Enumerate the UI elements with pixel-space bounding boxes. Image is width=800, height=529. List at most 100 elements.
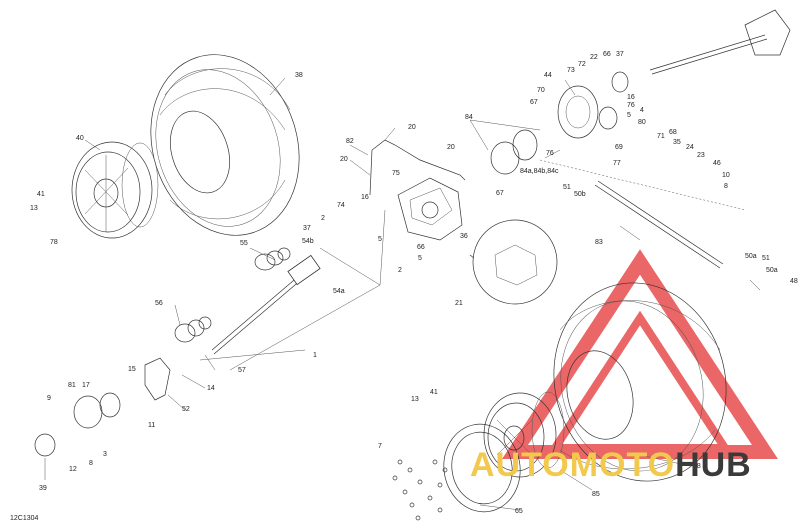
label-13: 13 — [411, 396, 419, 403]
label-37: 37 — [616, 51, 624, 58]
label-65: 65 — [515, 508, 523, 515]
label-51: 51 — [563, 184, 571, 191]
label-66: 66 — [417, 244, 425, 251]
label-71: 71 — [657, 133, 665, 140]
label-76: 76 — [627, 102, 635, 109]
label-84abc: 84a,84b,84c — [520, 168, 559, 175]
detail-circle-21 — [469, 219, 558, 305]
label-12: 12 — [69, 466, 77, 473]
wheel-rim-left — [71, 141, 159, 239]
label-35: 35 — [673, 139, 681, 146]
label-50a: 50a — [745, 253, 757, 260]
label-4: 4 — [640, 107, 644, 114]
label-75: 75 — [392, 170, 400, 177]
label-70: 70 — [537, 87, 545, 94]
label-80: 80 — [638, 119, 646, 126]
label-8: 8 — [724, 183, 728, 190]
label-44: 44 — [544, 72, 552, 79]
knuckle — [144, 357, 171, 401]
label-5: 5 — [627, 112, 631, 119]
label-14: 14 — [207, 385, 215, 392]
beadlock-ring — [443, 423, 521, 513]
label-46: 46 — [713, 160, 721, 167]
label-48: 48 — [790, 278, 798, 285]
label-68: 68 — [669, 129, 677, 136]
wheel-hub — [34, 392, 121, 457]
label-82: 82 — [346, 138, 354, 145]
watermark-left: AUTOMOTO — [470, 446, 676, 484]
label-67: 67 — [530, 99, 538, 106]
label-66: 66 — [603, 51, 611, 58]
label-78: 78 — [50, 239, 58, 246]
label-52: 52 — [182, 406, 190, 413]
cv-boot-upper — [254, 247, 291, 271]
label-73: 73 — [567, 67, 575, 74]
label-54b: 54b — [302, 238, 314, 245]
drive-shaft-left — [211, 254, 321, 355]
label-5: 5 — [418, 255, 422, 262]
breather-tube — [369, 139, 466, 196]
label-11: 11 — [148, 422, 155, 429]
label-9: 9 — [47, 395, 51, 402]
ring-gear — [490, 129, 538, 175]
cv-boot-lower — [174, 316, 212, 343]
label-2: 2 — [321, 215, 325, 222]
label-13: 13 — [30, 205, 38, 212]
label-22: 22 — [590, 54, 598, 61]
label-2: 2 — [398, 267, 402, 274]
label-15: 15 — [128, 366, 136, 373]
leader-lines — [44, 77, 761, 511]
label-54a: 54a — [333, 288, 345, 295]
label-36: 36 — [460, 233, 468, 240]
diagram-code: 12C1304 — [10, 515, 39, 522]
label-24: 24 — [686, 144, 694, 151]
label-8: 8 — [89, 460, 93, 467]
label-3: 3 — [103, 451, 107, 458]
label-74: 74 — [337, 202, 345, 209]
label-50b: 50b — [574, 191, 586, 198]
label-56: 56 — [155, 300, 163, 307]
label-69: 69 — [615, 144, 623, 151]
label-37: 37 — [303, 225, 311, 232]
label-55: 55 — [240, 240, 248, 247]
label-1: 1 — [313, 352, 317, 359]
part-labels: 38 40 41 13 78 82 20 20 20 84 44 73 22 6… — [30, 51, 798, 515]
watermark-text: AUTOMOTOHUB — [470, 446, 752, 485]
label-39: 39 — [39, 485, 47, 492]
label-10: 10 — [722, 172, 730, 179]
label-84: 84 — [465, 114, 473, 121]
label-85: 85 — [592, 491, 600, 498]
label-41: 41 — [430, 389, 438, 396]
yoke-top-right — [744, 9, 791, 56]
label-50a: 50a — [766, 267, 778, 274]
label-40: 40 — [76, 135, 84, 142]
label-51: 51 — [762, 255, 770, 262]
label-77: 77 — [613, 160, 621, 167]
label-17: 17 — [82, 382, 90, 389]
label-41: 41 — [37, 191, 45, 198]
watermark-right: HUB — [675, 446, 752, 484]
watermark-triangle — [502, 249, 778, 459]
label-81: 81 — [68, 382, 76, 389]
tire-front — [150, 54, 300, 236]
label-7: 7 — [378, 443, 382, 450]
label-5: 5 — [378, 236, 382, 243]
prop-shaft — [594, 34, 768, 269]
tire-rear — [553, 282, 727, 482]
wheel-bolts — [392, 459, 448, 521]
label-16: 16 — [627, 94, 635, 101]
label-76: 76 — [546, 150, 554, 157]
rear-housing — [557, 71, 629, 139]
label-57: 57 — [238, 367, 246, 374]
label-67: 67 — [496, 190, 504, 197]
label-20: 20 — [447, 144, 455, 151]
label-83: 83 — [595, 239, 603, 246]
label-38: 38 — [693, 463, 701, 470]
label-16: 16 — [361, 194, 369, 201]
label-21: 21 — [455, 300, 463, 307]
label-38: 38 — [295, 72, 303, 79]
label-72: 72 — [578, 61, 586, 68]
label-20: 20 — [340, 156, 348, 163]
